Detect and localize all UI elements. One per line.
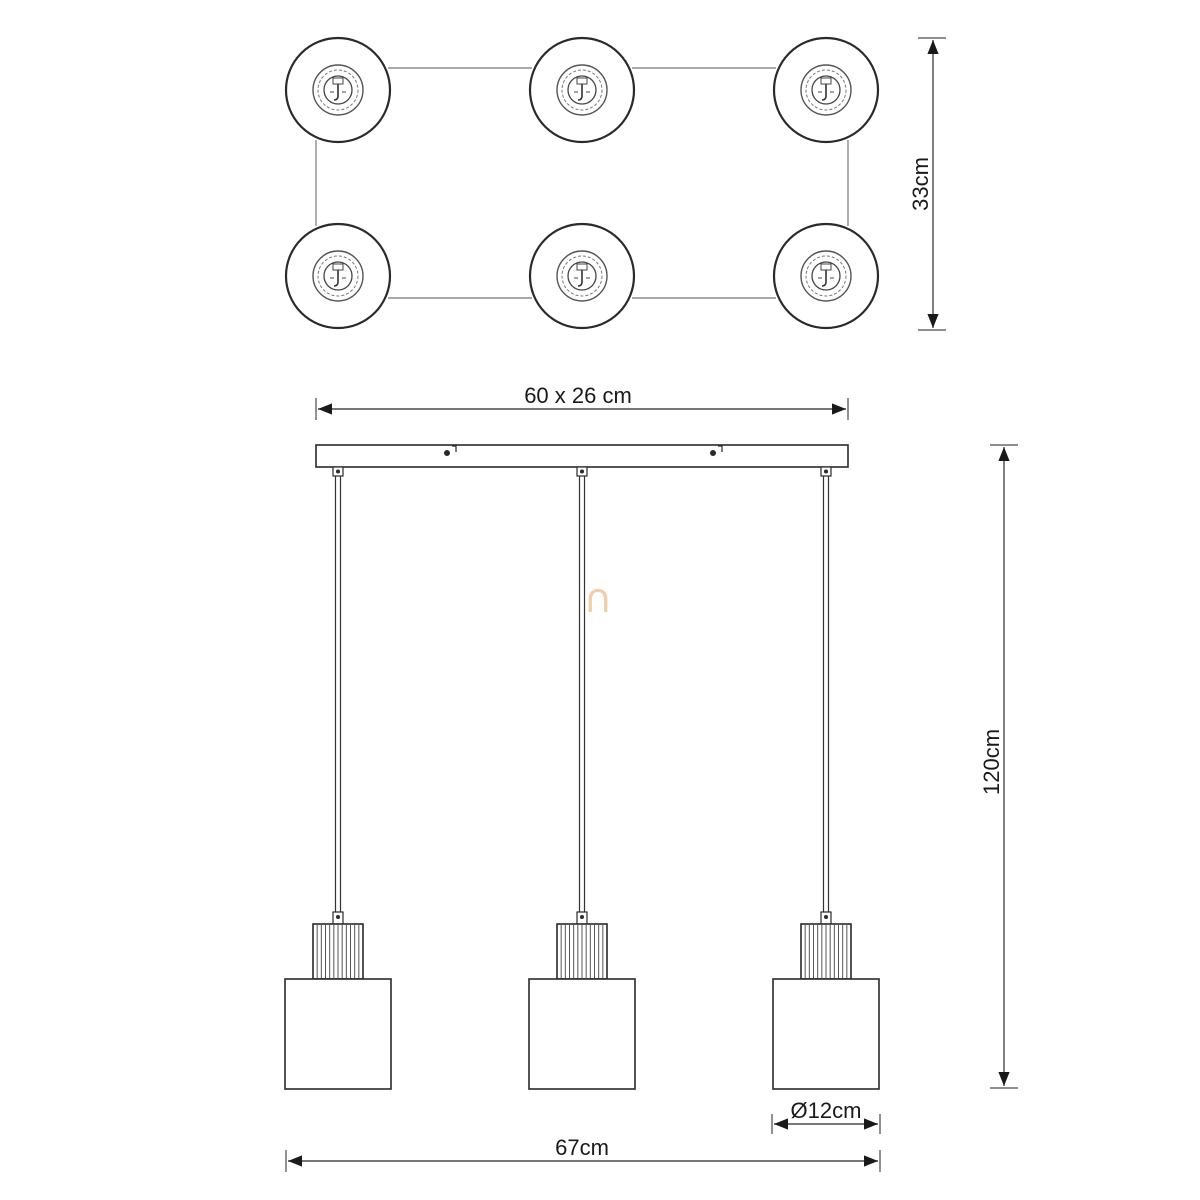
height-dimension: 120cm — [979, 444, 1018, 1089]
pendant-light — [284, 466, 392, 1090]
width-dimension-label: 67cm — [555, 1135, 609, 1160]
socket-disc — [284, 36, 392, 144]
ceiling-canopy — [315, 444, 849, 468]
top-view-frame — [315, 67, 849, 299]
shade-diameter-dimension: Ø12cm — [771, 1098, 881, 1134]
pendant-light — [528, 466, 636, 1090]
top-view-discs — [284, 36, 880, 330]
depth-dimension-label: 33cm — [908, 157, 933, 211]
depth-dimension: 33cm — [908, 37, 946, 331]
pendants — [284, 466, 880, 1090]
socket-disc — [772, 222, 880, 330]
pendant-light — [772, 466, 880, 1090]
top-view: 33cm — [284, 36, 946, 331]
canopy-screw-right — [710, 445, 723, 456]
canopy-screw-left — [444, 445, 457, 456]
canopy-dimension-label: 60 x 26 cm — [524, 383, 632, 408]
canopy-dimension: 60 x 26 cm — [315, 383, 849, 420]
width-dimension: 67cm — [285, 1135, 881, 1172]
height-dimension-label: 120cm — [979, 729, 1004, 795]
socket-disc — [772, 36, 880, 144]
shade-diameter-label: Ø12cm — [791, 1098, 862, 1123]
socket-disc — [284, 222, 392, 330]
socket-disc — [528, 36, 636, 144]
side-view: 60 x 26 cm ∩ 120cm — [284, 383, 1018, 1172]
socket-disc — [528, 222, 636, 330]
watermark-mark: ∩ — [583, 576, 612, 622]
